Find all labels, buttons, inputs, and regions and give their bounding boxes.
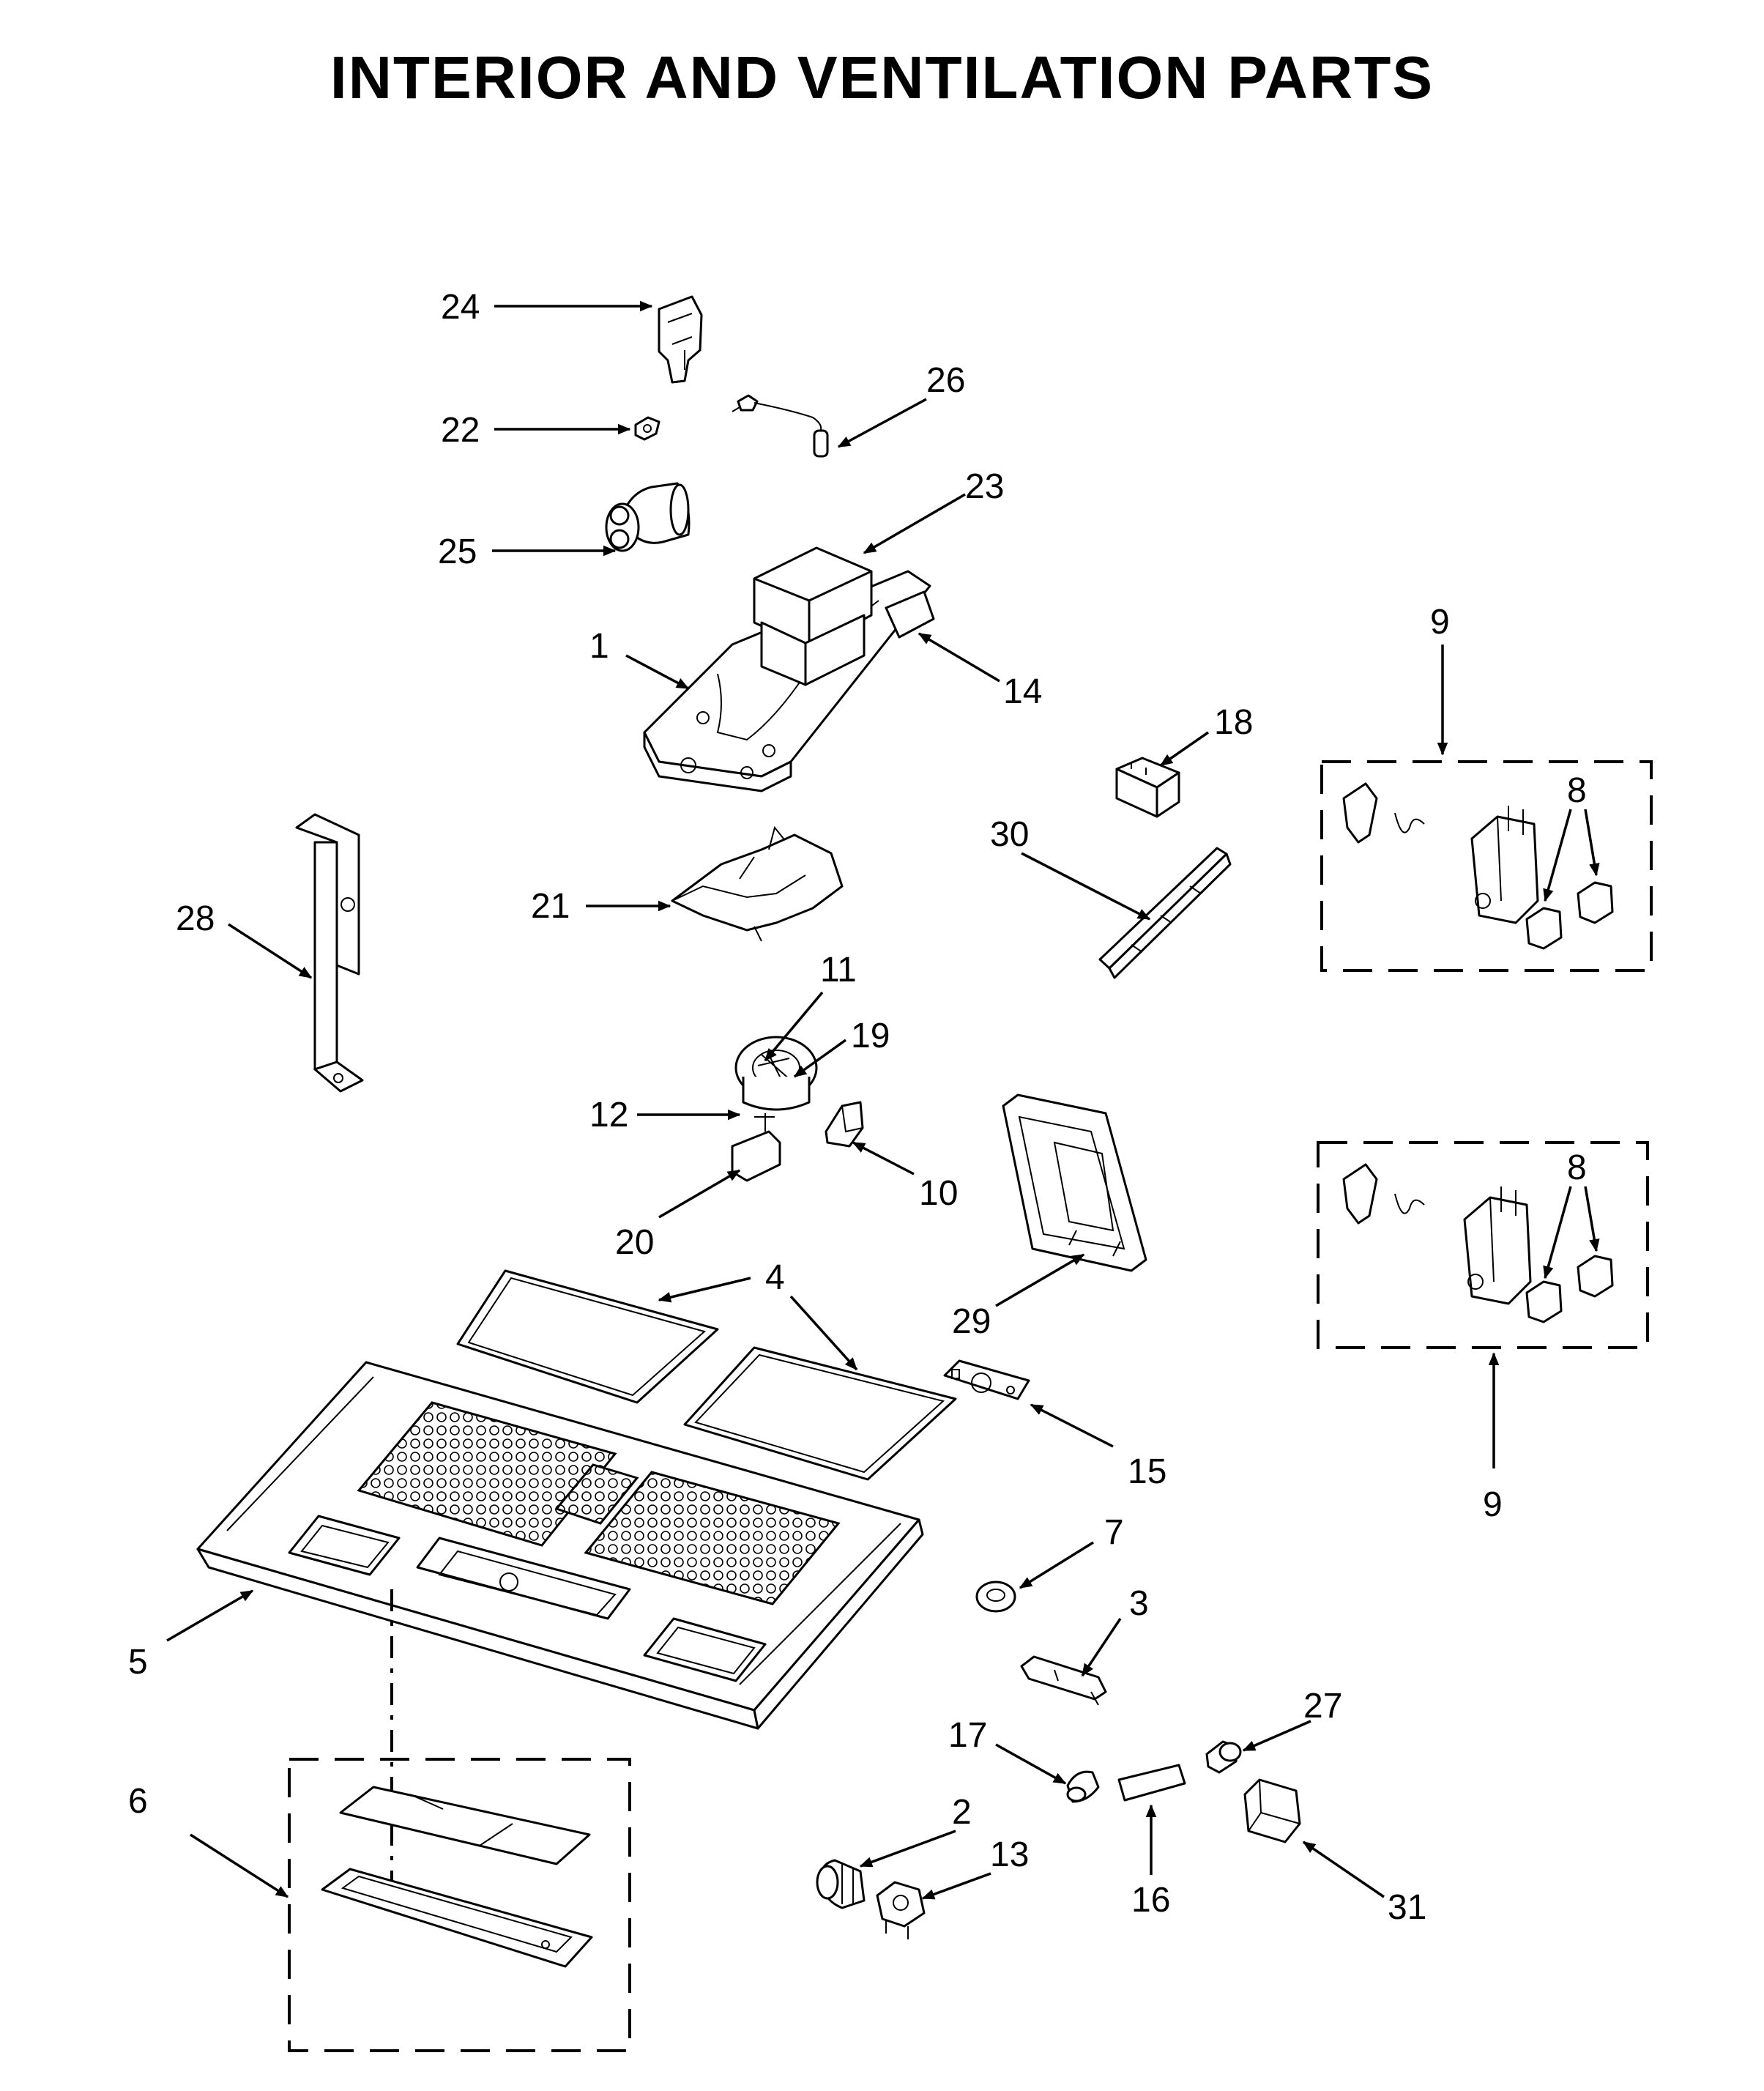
callout-5: 5 xyxy=(128,1643,148,1682)
part-9-switch-assembly-top xyxy=(1320,760,1653,972)
callout-10: 10 xyxy=(919,1174,958,1213)
part-29-panel xyxy=(1002,1093,1147,1272)
callout-2: 2 xyxy=(952,1793,972,1832)
callout-19: 19 xyxy=(851,1017,890,1055)
callout-7: 7 xyxy=(1104,1513,1124,1552)
part-10-clip xyxy=(825,1101,864,1148)
callout-9-bottom: 9 xyxy=(1483,1485,1503,1524)
callout-8-top: 8 xyxy=(1567,771,1587,810)
part-5-bottom-panel xyxy=(196,1361,924,1730)
callout-12: 12 xyxy=(589,1096,628,1134)
part-14-bracket xyxy=(885,590,935,639)
part-27-connector xyxy=(1205,1740,1242,1774)
part-23-transformer xyxy=(753,546,873,686)
callout-25: 25 xyxy=(438,532,477,571)
callout-29: 29 xyxy=(952,1302,991,1341)
part-17-elbow xyxy=(1066,1770,1100,1803)
part-4-filter-right xyxy=(683,1346,957,1481)
callout-14: 14 xyxy=(1003,672,1042,711)
callout-26: 26 xyxy=(926,361,965,400)
part-4-filter-left xyxy=(456,1269,719,1404)
part-31-bracket xyxy=(1243,1778,1301,1843)
callout-30: 30 xyxy=(990,815,1029,854)
part-18-box xyxy=(1115,757,1180,818)
callout-8-bottom: 8 xyxy=(1567,1148,1587,1187)
part-21-duct xyxy=(671,825,844,942)
part-3-bracket xyxy=(1020,1655,1107,1706)
part-13-socket xyxy=(876,1881,926,1939)
callout-1: 1 xyxy=(589,627,609,666)
callout-20: 20 xyxy=(615,1223,654,1262)
callout-9-top: 9 xyxy=(1430,603,1450,642)
part-24-clip xyxy=(658,295,703,384)
callout-11: 11 xyxy=(820,951,857,989)
callout-27: 27 xyxy=(1303,1687,1342,1726)
callout-6: 6 xyxy=(128,1782,148,1821)
callout-4: 4 xyxy=(765,1258,785,1297)
part-7-grommet xyxy=(975,1581,1016,1613)
callout-13: 13 xyxy=(990,1835,1029,1874)
callout-22: 22 xyxy=(441,411,480,450)
leader-lines xyxy=(166,300,1600,1900)
part-15-plate xyxy=(943,1359,1030,1400)
part-16-tube xyxy=(1117,1764,1186,1802)
callout-31: 31 xyxy=(1388,1888,1426,1927)
callout-16: 16 xyxy=(1131,1881,1170,1920)
callout-24: 24 xyxy=(441,288,480,327)
part-26-wire xyxy=(732,394,829,458)
part-6-assembly-box xyxy=(288,1589,631,2052)
part-9-switch-assembly-bottom xyxy=(1317,1141,1649,1349)
part-2-socket xyxy=(816,1859,866,1909)
callout-labels: 24 22 26 25 23 1 14 9 18 8 30 28 21 11 1… xyxy=(128,288,1587,1927)
callout-17: 17 xyxy=(948,1716,987,1755)
callout-18: 18 xyxy=(1214,703,1253,742)
page-title: INTERIOR AND VENTILATION PARTS xyxy=(330,45,1434,111)
part-25-capacitor xyxy=(605,482,691,552)
callout-3: 3 xyxy=(1129,1584,1149,1623)
part-28-bracket xyxy=(295,813,364,1093)
part-30-rail xyxy=(1098,847,1232,979)
callout-28: 28 xyxy=(176,899,215,938)
callout-15: 15 xyxy=(1128,1452,1166,1491)
part-22-clip xyxy=(634,416,660,441)
callout-23: 23 xyxy=(965,467,1004,506)
callout-21: 21 xyxy=(531,887,570,926)
